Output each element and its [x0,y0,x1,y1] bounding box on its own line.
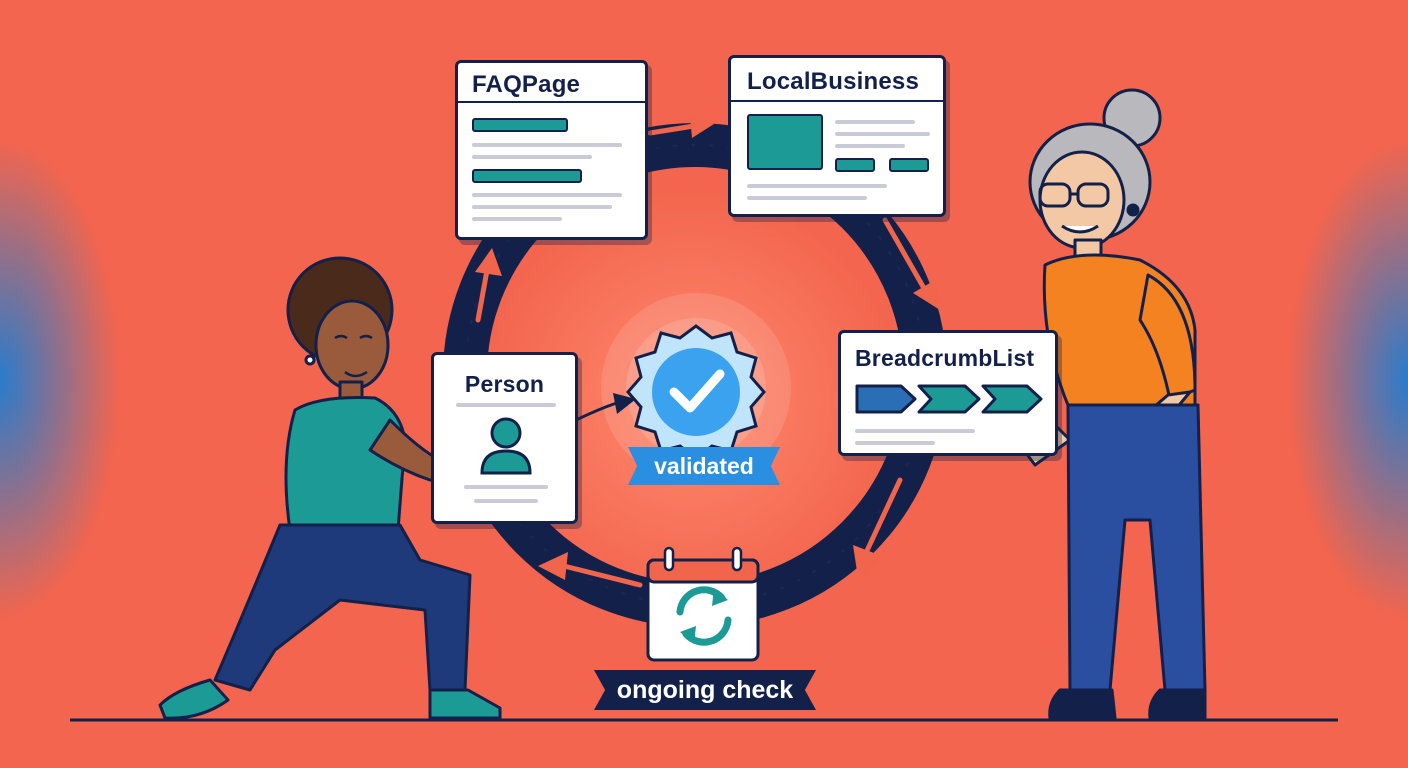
text-line [474,499,538,503]
text-line [472,193,622,197]
faq-question-bar [472,118,568,132]
ongoing-check-ribbon: ongoing check [594,670,816,710]
arrow-icon [475,248,502,323]
cycle-arrows [475,116,940,588]
card-header-rule [731,100,943,102]
card-title: Person [464,371,545,397]
text-line [472,217,562,221]
breadcrumb-chevrons [855,384,1043,414]
faqpage-card: FAQPage [455,60,648,240]
card-header-rule [458,101,645,103]
arrow-icon [882,217,940,310]
faq-question-bar [472,169,582,183]
checkmark-badge-icon [626,324,766,460]
image-placeholder [747,114,823,170]
breadcrumblist-card: BreadcrumbList [838,330,1058,456]
localbusiness-card: LocalBusiness [728,55,946,217]
text-line [747,184,887,188]
calendar-refresh-icon [646,546,760,662]
text-line [456,403,556,407]
text-line [472,155,592,159]
person-icon [480,417,532,475]
arrow-icon [647,116,714,138]
text-line [835,132,930,136]
older-woman [1018,88,1207,720]
text-line [855,441,935,445]
pill [835,158,875,172]
card-title: LocalBusiness [747,68,919,95]
text-line [472,205,612,209]
text-line [835,120,915,124]
card-title: BreadcrumbList [855,345,1035,371]
validated-ribbon: validated [628,447,780,485]
kneeling-person [158,256,502,720]
arrow-icon [538,552,643,588]
text-line [747,196,867,200]
person-card: Person [431,352,578,524]
text-line [464,485,548,489]
text-line [835,144,905,148]
card-title: FAQPage [472,71,581,98]
arrow-icon [853,477,903,578]
text-line [472,143,622,147]
pill [889,158,929,172]
text-line [855,429,975,433]
